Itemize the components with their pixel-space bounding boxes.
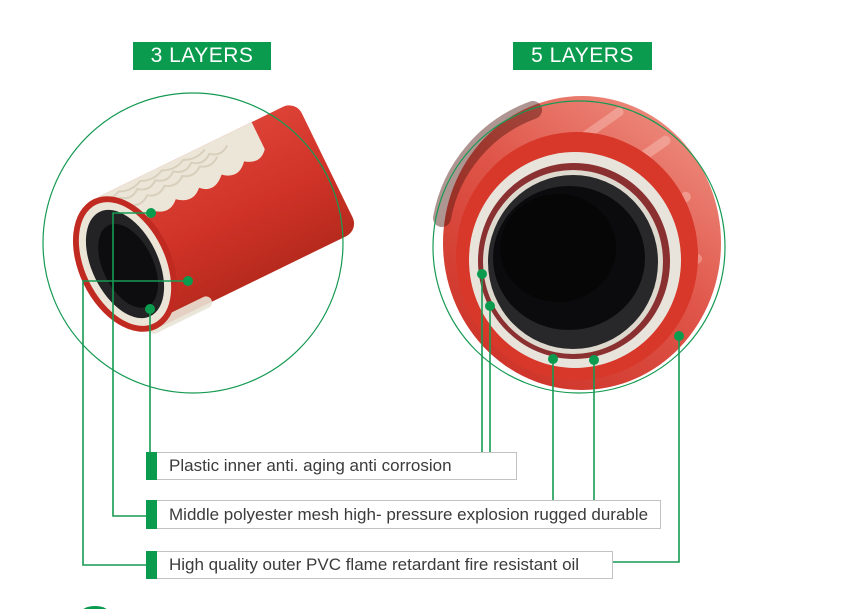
accent-circle-right (432, 100, 726, 394)
marker-dot-hose5-outer (674, 331, 684, 341)
marker-dot-hose3-inner (145, 304, 155, 314)
hose3-mesh-bottom-sliver (147, 296, 213, 334)
bottom-bullet-partial (83, 606, 107, 609)
callout-box-inner-layer: Plastic inner anti. aging anti corrosion (146, 452, 517, 480)
callout-box-outer-layer: High quality outer PVC flame retardant f… (146, 551, 613, 579)
callout-lines (82, 212, 680, 566)
header-5-layers-text: 5 LAYERS (531, 44, 634, 67)
header-5-layers: 5 LAYERS (513, 42, 652, 70)
marker-dot-hose5-inner-b (485, 301, 495, 311)
hose-3-layers-photo (72, 105, 355, 334)
marker-dot-hose5-mesh-a (548, 354, 558, 364)
hose5-bore-shadow (500, 194, 616, 302)
callout-accent-bar (146, 551, 157, 579)
callout-accent-bar (146, 452, 157, 480)
marker-dot-hose3-mesh (146, 208, 156, 218)
hose3-mesh-band (89, 122, 265, 232)
marker-dot-hose5-inner-a (477, 269, 487, 279)
hose-5-layers-photo (433, 96, 721, 390)
callout-text-inner-layer: Plastic inner anti. aging anti corrosion (169, 456, 452, 475)
line-hose3-mesh-to-box2 (112, 212, 151, 517)
marker-dot-hose3-outer (183, 276, 193, 286)
hose5-body-shadow-edge (433, 101, 542, 227)
callout-accent-bar (146, 500, 157, 529)
header-3-layers-text: 3 LAYERS (150, 44, 254, 67)
header-3-layers: 3 LAYERS (133, 42, 271, 70)
callout-text-middle-layer: Middle polyester mesh high- pressure exp… (169, 504, 649, 524)
marker-dot-hose5-mesh-b (589, 355, 599, 365)
accent-circle-left (42, 92, 344, 394)
layer-marker-dots (145, 208, 684, 365)
line-hose3-outer-to-box3 (82, 280, 188, 566)
callout-box-middle-layer: Middle polyester mesh high- pressure exp… (146, 500, 661, 529)
callout-text-outer-layer: High quality outer PVC flame retardant f… (169, 555, 580, 574)
line-hose5-outer-to-box3 (613, 336, 680, 563)
